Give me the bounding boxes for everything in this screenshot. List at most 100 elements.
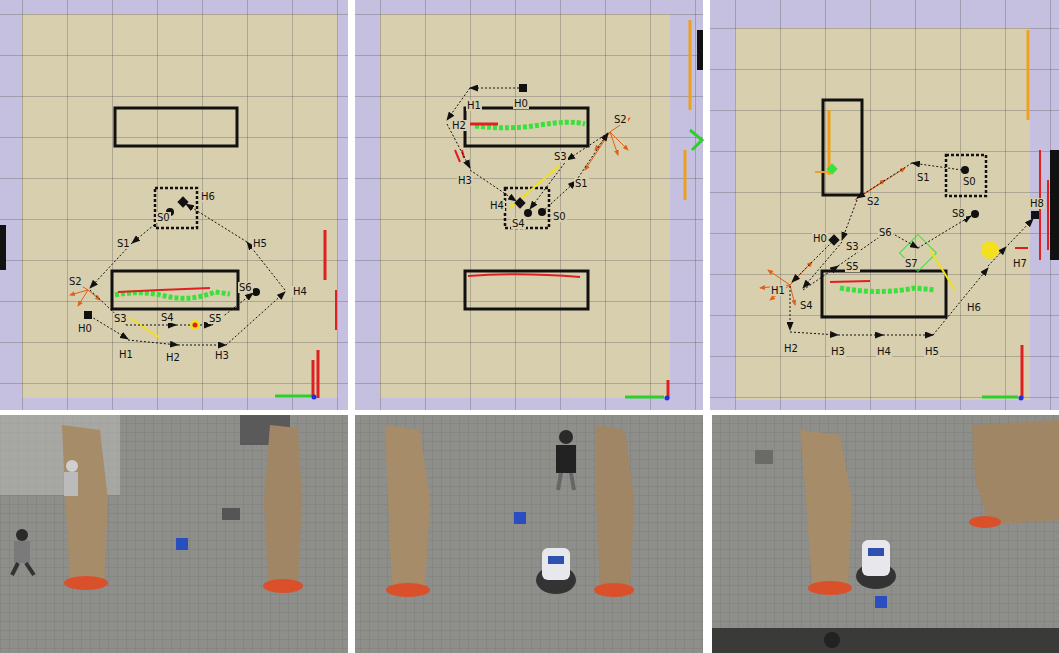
map-graphic xyxy=(263,579,303,593)
map-graphic xyxy=(697,30,703,70)
map-graphic xyxy=(1027,30,1030,120)
map-graphic xyxy=(470,123,498,126)
point-label: H2 xyxy=(165,352,181,363)
map-graphic xyxy=(828,234,839,245)
point-label: H4 xyxy=(489,200,505,211)
point-label: S3 xyxy=(845,241,860,252)
point-label: S2 xyxy=(866,196,881,207)
map-graphic xyxy=(755,450,773,464)
map-graphic xyxy=(178,345,226,346)
map-graphic xyxy=(982,396,1018,399)
map-graphic xyxy=(971,210,979,218)
point-label: S1 xyxy=(116,238,131,249)
map-graphic xyxy=(186,204,247,242)
map-graphic xyxy=(264,425,302,585)
map-graphic xyxy=(335,290,337,330)
map-graphic xyxy=(84,311,92,319)
map-graphic xyxy=(12,563,34,575)
map-graphic xyxy=(14,541,30,563)
map-graphic xyxy=(790,286,791,330)
map-graphic xyxy=(0,415,348,653)
map-graphic xyxy=(132,212,170,243)
map-graphic xyxy=(838,335,883,336)
map-graphic xyxy=(585,118,630,170)
point-label: S6 xyxy=(878,227,893,238)
map-graphic xyxy=(790,285,795,305)
map-graphic xyxy=(465,108,588,146)
map-graphic xyxy=(760,168,905,305)
map-graphic xyxy=(712,628,1059,653)
map-graphic xyxy=(130,318,160,338)
point-label: H1 xyxy=(118,349,134,360)
map-graphic xyxy=(815,171,830,173)
map-graphic xyxy=(712,415,1059,653)
map-graphic xyxy=(155,188,197,228)
point-label: H6 xyxy=(200,191,216,202)
point-label: S7 xyxy=(904,258,919,269)
map-graphic xyxy=(0,0,348,410)
map-graphic xyxy=(790,332,838,335)
map-graphic xyxy=(594,583,634,597)
point-label: S0 xyxy=(962,176,977,187)
point-label: S0 xyxy=(156,212,171,223)
map-graphic xyxy=(585,132,610,170)
map-graphic xyxy=(115,108,237,146)
map-graphic xyxy=(468,274,580,277)
point-label: H7 xyxy=(1012,258,1028,269)
map-graphic xyxy=(177,196,188,207)
point-label: H8 xyxy=(1029,198,1045,209)
map-graphic xyxy=(857,163,912,198)
map-graphic xyxy=(828,110,831,175)
map-graphic xyxy=(792,242,832,282)
map-graphic xyxy=(275,395,312,398)
map-graphic xyxy=(930,250,955,290)
map-graphic xyxy=(90,204,285,345)
point-label: H5 xyxy=(252,238,268,249)
map-graphic xyxy=(88,290,100,300)
map-graphic xyxy=(1050,150,1059,260)
map-graphic xyxy=(690,130,702,150)
photo xyxy=(0,415,348,653)
point-label: H2 xyxy=(783,343,799,354)
map-graphic xyxy=(875,596,887,608)
map-graphic xyxy=(112,271,238,309)
map-graphic xyxy=(193,323,198,328)
point-label: S1 xyxy=(916,172,931,183)
map-graphic xyxy=(1008,219,1033,245)
map-graphic xyxy=(524,209,532,217)
map-graphic xyxy=(625,396,664,399)
point-label: S0 xyxy=(552,211,567,222)
map-graphic xyxy=(972,420,1059,525)
map-graphic xyxy=(710,0,1059,410)
map-graphic xyxy=(824,632,840,648)
map-graphic xyxy=(685,20,690,200)
point-label: H0 xyxy=(513,98,529,109)
point-label: H4 xyxy=(292,286,308,297)
map-graphic xyxy=(768,270,790,285)
map-graphic xyxy=(514,512,526,524)
point-label: H4 xyxy=(876,346,892,357)
map-graphic xyxy=(66,460,78,472)
map-graphic xyxy=(969,516,1001,528)
map-graphic xyxy=(558,473,574,490)
map-graphic xyxy=(90,243,132,288)
map-graphic xyxy=(822,271,946,317)
map-graphic xyxy=(576,133,608,181)
map-graphic xyxy=(567,133,608,160)
map-graphic xyxy=(355,0,703,410)
map-graphic xyxy=(826,163,837,174)
point-label: H1 xyxy=(466,100,482,111)
map-graphic xyxy=(961,166,969,174)
point-label: S2 xyxy=(613,114,628,125)
map-graphic xyxy=(883,335,933,336)
map-graphic xyxy=(470,170,516,201)
map-graphic xyxy=(946,155,986,196)
map-graphic xyxy=(190,320,200,330)
map-graphic xyxy=(355,0,703,410)
point-label: S5 xyxy=(845,261,860,272)
map-graphic xyxy=(538,208,546,216)
map-graphic xyxy=(530,160,567,209)
map-graphic xyxy=(1015,247,1028,249)
